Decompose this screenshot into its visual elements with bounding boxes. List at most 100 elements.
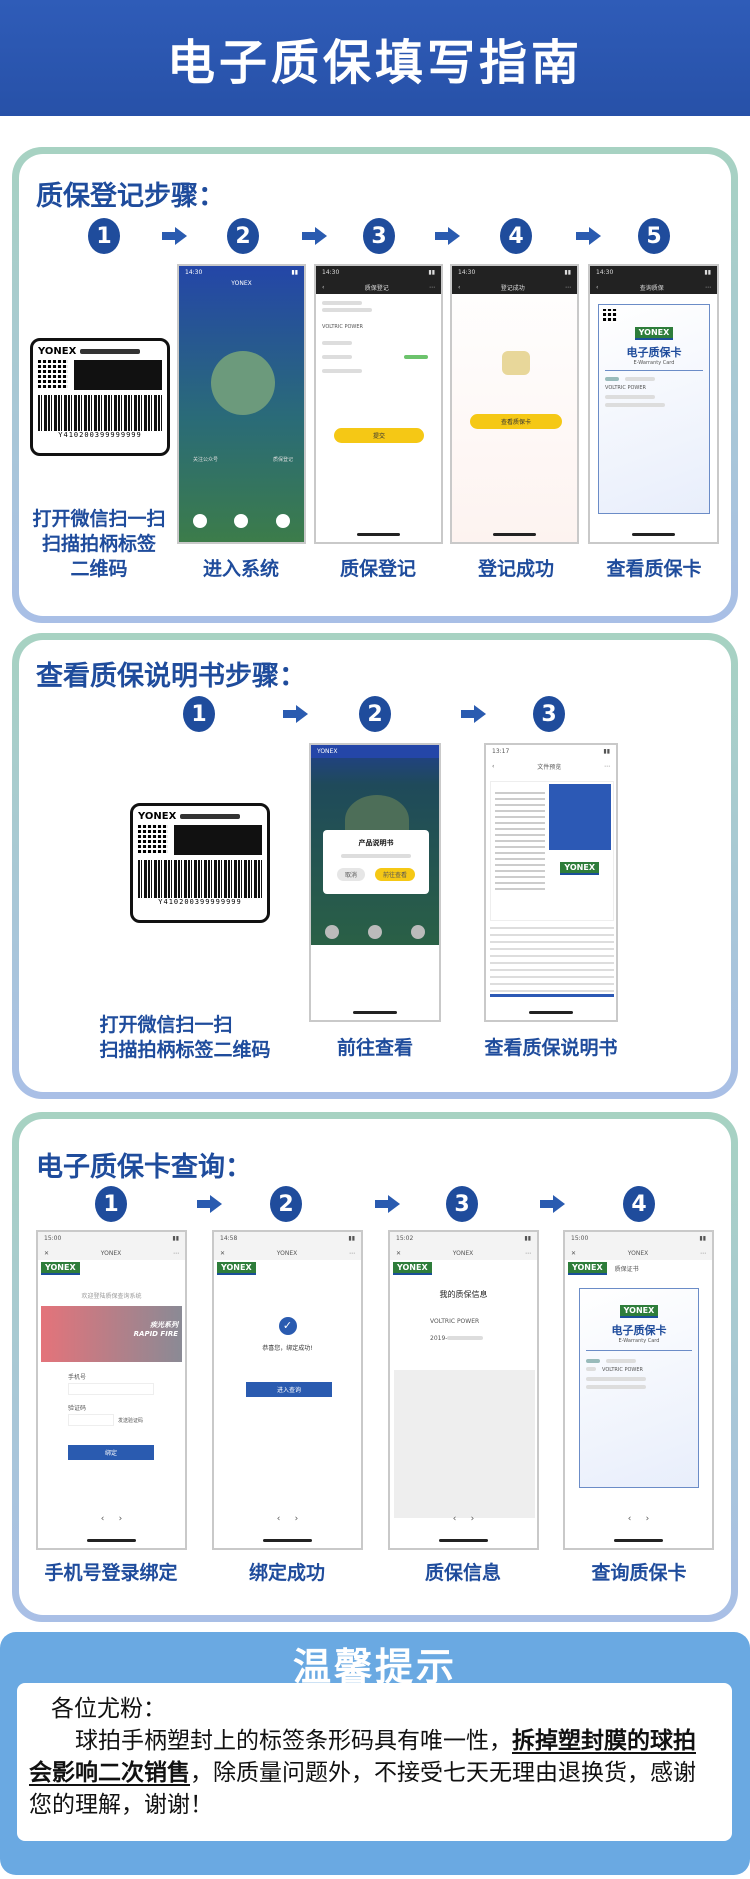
step-label: 手机号登录绑定 bbox=[44, 1562, 178, 1584]
welcome-text: 欢迎登陆质保查询系统 bbox=[81, 1293, 142, 1300]
screen-manual-preview: 13:17▮▮ ‹文件预览⋯ YONEX bbox=[484, 743, 618, 1022]
code-label: 验证码 bbox=[68, 1405, 87, 1412]
qr-code bbox=[38, 360, 68, 390]
product-name: VOLTRIC POWER bbox=[322, 324, 363, 330]
tips-title: 温馨提示 bbox=[292, 1645, 457, 1689]
section-title: 查看质保说明书步骤： bbox=[36, 661, 306, 692]
section-title: 电子质保卡查询： bbox=[36, 1152, 252, 1183]
yonex-logo: YONEX bbox=[634, 327, 674, 340]
tips-greeting: 各位尤粉： bbox=[51, 1696, 166, 1722]
nav-title: YONEX bbox=[276, 1249, 298, 1257]
step-number: 2 bbox=[227, 218, 259, 254]
nav-title: 文件预览 bbox=[537, 763, 562, 771]
yonex-logo: YONEX bbox=[41, 1262, 80, 1275]
barcode-number: Y410200399999999 bbox=[58, 431, 142, 439]
register-button: 质保登记 bbox=[272, 457, 293, 463]
barcode bbox=[38, 395, 162, 431]
step-number: 2 bbox=[359, 696, 391, 732]
step-label: 进入系统 bbox=[202, 558, 280, 580]
status-time: 15:00 bbox=[44, 1235, 62, 1242]
tips-text: ，除质量问题外，不接受七天无理由退换货，感谢您的理解，谢谢！ bbox=[29, 1760, 696, 1818]
send-code-button[interactable]: 发送验证码 bbox=[118, 1417, 144, 1424]
barcode-number: Y410200399999999 bbox=[158, 898, 242, 906]
arrow-right-icon bbox=[162, 227, 188, 245]
page-title: 电子质保填写指南 bbox=[166, 35, 583, 91]
arrow-right-icon bbox=[461, 705, 487, 723]
arrow-right-icon bbox=[540, 1195, 566, 1213]
step-number: 4 bbox=[500, 218, 532, 254]
card-title: 电子质保卡 bbox=[626, 346, 682, 359]
tips-text: 球拍手柄塑封上的标签条形码具有唯一性， bbox=[75, 1728, 512, 1754]
step-number: 1 bbox=[95, 1186, 127, 1222]
status-time: 15:00 bbox=[571, 1235, 589, 1242]
step-label: 查询质保卡 bbox=[591, 1562, 687, 1584]
go-view-button[interactable]: 前往查看 bbox=[375, 868, 416, 881]
info-title: 我的质保信息 bbox=[439, 1290, 488, 1299]
manual-dialog: 产品说明书 取消 前往查看 bbox=[323, 830, 429, 894]
view-card-button: 查看质保卡 bbox=[470, 414, 562, 429]
card-subtitle: E-Warranty Card bbox=[633, 360, 675, 366]
step-number: 4 bbox=[623, 1186, 655, 1222]
step-number: 3 bbox=[533, 696, 565, 732]
brand-logo: YONEX bbox=[138, 811, 177, 822]
tips-warning: 拆掉塑封膜的球拍会影响二次销售 bbox=[29, 1728, 696, 1786]
bind-button[interactable]: 绑定 bbox=[68, 1445, 154, 1460]
card-subtitle: E-Warranty Card bbox=[618, 1338, 660, 1344]
arrow-right-icon bbox=[435, 227, 461, 245]
status-time: 14:30 bbox=[322, 269, 340, 276]
check-icon: ✓ bbox=[278, 1317, 297, 1335]
product-name: VOLTRIC POWER bbox=[602, 1367, 643, 1373]
phone-input[interactable] bbox=[68, 1383, 154, 1395]
yonex-logo: YONEX bbox=[560, 862, 599, 875]
step-label: 登记成功 bbox=[477, 558, 555, 580]
step-label: 打开微信扫一扫扫描拍柄标签二维码 bbox=[99, 1014, 271, 1061]
screen-enter-system: 14:30▮▮ YONEX 关注公众号质保登记 bbox=[177, 264, 306, 544]
section-title: 质保登记步骤： bbox=[36, 181, 225, 212]
screen-warranty-card: 14:30▮▮ ‹查询质保⋯ YONEX 电子质保卡 E-Warranty Ca… bbox=[588, 264, 719, 544]
purchase-date: 2019- bbox=[430, 1335, 448, 1342]
page-header: 电子质保填写指南 bbox=[0, 0, 750, 116]
step-number: 1 bbox=[88, 218, 120, 254]
brand-logo: YONEX bbox=[38, 346, 77, 357]
step-number: 1 bbox=[183, 696, 215, 732]
submit-button: 提交 bbox=[334, 428, 424, 443]
step-label: 绑定成功 bbox=[248, 1562, 326, 1584]
card-title: 电子质保卡 bbox=[611, 1324, 667, 1337]
step-number: 3 bbox=[446, 1186, 478, 1222]
step-number: 5 bbox=[638, 218, 670, 254]
screen-open-manual: YONEX 产品说明书 取消 前往查看 bbox=[309, 743, 441, 1022]
step-label: 查看质保卡 bbox=[606, 558, 702, 580]
step-label: 查看质保说明书 bbox=[484, 1037, 618, 1059]
step-number: 3 bbox=[363, 218, 395, 254]
cancel-button[interactable]: 取消 bbox=[336, 868, 365, 881]
mascot-icon bbox=[502, 351, 530, 375]
code-input[interactable] bbox=[68, 1414, 114, 1426]
arrow-right-icon bbox=[197, 1195, 223, 1213]
enter-query-button[interactable]: 进入查询 bbox=[246, 1382, 332, 1397]
step-number: 2 bbox=[270, 1186, 302, 1222]
tips-content: 各位尤粉： 球拍手柄塑封上的标签条形码具有唯一性，拆掉塑封膜的球拍会影响二次销售… bbox=[17, 1683, 732, 1841]
yonex-logo: YONEX bbox=[619, 1305, 659, 1318]
screen-warranty-info: 15:02▮▮ ✕YONEX⋯ YONEX 我的质保信息 VOLTRIC POW… bbox=[388, 1230, 539, 1550]
screen-bind-success: 14:58▮▮ ✕YONEX⋯ YONEX ✓ 恭喜您，绑定成功! 进入查询 ‹… bbox=[212, 1230, 363, 1550]
nav-title: YONEX bbox=[452, 1249, 474, 1257]
arrow-right-icon bbox=[576, 227, 602, 245]
scan-button bbox=[211, 351, 275, 415]
status-time: 14:58 bbox=[220, 1235, 238, 1242]
step-label: 质保登记 bbox=[339, 558, 417, 580]
follow-button: 关注公众号 bbox=[193, 457, 219, 463]
nav-title: 质保登记 bbox=[364, 284, 389, 292]
nav-title: YONEX bbox=[311, 745, 439, 758]
nav-title: 登记成功 bbox=[500, 284, 525, 292]
screen-register-success: 14:30▮▮ ‹登记成功⋯ 查看质保卡 bbox=[450, 264, 579, 544]
nav-title: YONEX bbox=[100, 1249, 122, 1257]
arrow-right-icon bbox=[283, 705, 309, 723]
success-text: 恭喜您，绑定成功! bbox=[262, 1345, 313, 1352]
cert-title: 质保证书 bbox=[614, 1266, 639, 1273]
status-time: 14:30 bbox=[185, 269, 203, 276]
screen-warranty-register: 14:30▮▮ ‹质保登记⋯ VOLTRIC POWER 提交 bbox=[314, 264, 443, 544]
status-time: 13:17 bbox=[492, 748, 510, 755]
